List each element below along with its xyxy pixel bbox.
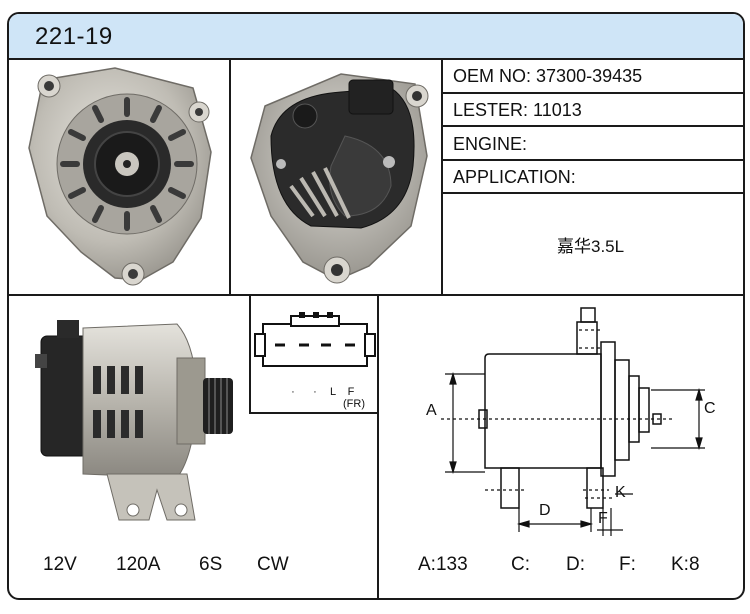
title-bar: 221-19 xyxy=(9,14,743,60)
spec-amperage: 120A xyxy=(116,554,161,575)
connector-pin-l: L xyxy=(329,386,337,398)
connector-pin-1: · xyxy=(291,386,295,398)
col-divider-bottom xyxy=(377,296,379,598)
alternator-rear-photo xyxy=(250,73,429,284)
dim-label-f: F xyxy=(598,510,608,527)
spec-dim-d: D: xyxy=(566,554,585,575)
oem-label: OEM NO: xyxy=(453,66,532,86)
col-divider-1 xyxy=(229,58,231,294)
dim-label-a: A xyxy=(426,402,437,419)
spec-dim-a: A:133 xyxy=(418,554,468,575)
spec-pulley: 6S xyxy=(199,554,223,575)
lester-value: 11013 xyxy=(533,100,582,120)
application-label: APPLICATION: xyxy=(453,167,576,187)
info-divider-4 xyxy=(443,192,743,194)
part-number-title: 221-19 xyxy=(35,23,113,50)
engine-label: ENGINE: xyxy=(453,134,528,154)
spec-dim-c: C: xyxy=(511,554,530,575)
dim-label-d: D xyxy=(539,502,551,519)
spec-voltage: 12V xyxy=(43,554,77,575)
oem-row: OEM NO: 37300-39435 xyxy=(453,66,642,87)
dim-label-c: C xyxy=(704,400,716,417)
col-divider-2 xyxy=(441,58,443,294)
lester-label: LESTER: xyxy=(453,100,529,120)
info-divider-1 xyxy=(443,92,743,94)
spec-dim-k: K:8 xyxy=(671,554,700,575)
row-divider xyxy=(9,294,743,296)
application-value: 嘉华3.5L xyxy=(557,237,625,256)
product-card: 221-19 OEM NO: 37300-39435 LESTER: 11013… xyxy=(7,12,745,600)
info-divider-3 xyxy=(443,159,743,161)
connector-box-bottom xyxy=(249,412,379,414)
connector-pin-2: · xyxy=(313,386,317,398)
dimension-diagram xyxy=(441,307,705,536)
dim-label-k: K xyxy=(615,484,626,501)
spec-dim-f: F: xyxy=(619,554,636,575)
connector-box-left xyxy=(249,296,251,414)
connector-diagram xyxy=(254,312,376,367)
alternator-side-photo xyxy=(35,320,233,521)
lester-row: LESTER: 11013 xyxy=(453,100,582,121)
spec-rotation: CW xyxy=(257,554,289,575)
alternator-front-photo xyxy=(28,67,212,286)
connector-note: (FR) xyxy=(343,398,365,410)
oem-value: 37300-39435 xyxy=(536,66,643,86)
connector-pin-f: F xyxy=(347,386,355,398)
info-divider-2 xyxy=(443,125,743,127)
